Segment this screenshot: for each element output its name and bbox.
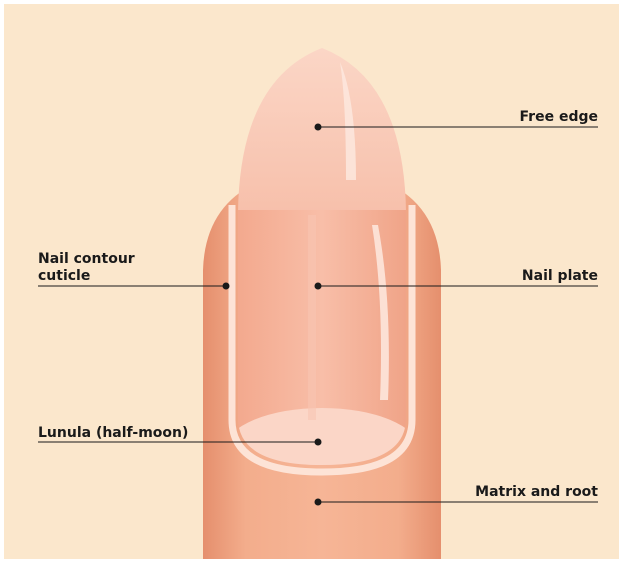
lunula-label: Lunula (half-moon) (38, 425, 188, 441)
matrix-root-dot (315, 499, 322, 506)
nail-contour-label-line1: Nail contour (38, 251, 135, 267)
nail-plate-center-stripe (308, 215, 316, 420)
free-edge-dot (315, 124, 322, 131)
matrix-root-label: Matrix and root (475, 484, 598, 500)
nail-contour-label-line2: cuticle (38, 268, 90, 284)
free-edge-label: Free edge (520, 109, 598, 125)
lunula-dot (315, 439, 322, 446)
nail-plate-label: Nail plate (522, 268, 598, 284)
nail-contour-dot (223, 283, 230, 290)
nail-plate-dot (315, 283, 322, 290)
